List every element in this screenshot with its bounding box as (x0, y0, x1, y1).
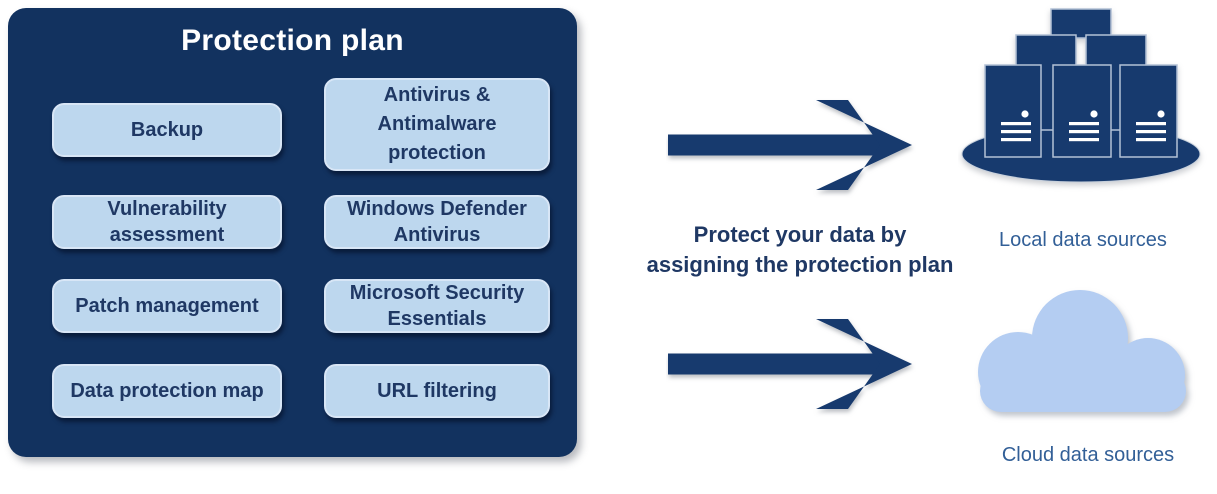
plan-box-microsoft-security-essentials: Microsoft Security Essentials (324, 279, 550, 333)
plan-box-backup: Backup (52, 103, 282, 157)
right-arrow-icon (668, 100, 912, 190)
plan-box-vulnerability-assessment: Vulnerability assessment (52, 195, 282, 249)
plan-box-url-filtering: URL filtering (324, 364, 550, 418)
right-arrow-icon (668, 319, 912, 409)
local-data-sources-label: Local data sources (999, 229, 1167, 251)
server-stack-icon (961, 8, 1201, 183)
assign-plan-caption: Protect your data by assigning the prote… (646, 222, 954, 277)
plan-box-patch-management: Patch management (52, 279, 282, 333)
plan-box-antivirus-antimalware: Antivirus & Antimalware protection (324, 78, 550, 171)
protection-plan-panel: Protection plan Backup Vulnerability ass… (8, 8, 577, 457)
cloud-data-sources-label: Cloud data sources (1001, 444, 1175, 466)
plan-box-data-protection-map: Data protection map (52, 364, 282, 418)
panel-title: Protection plan (181, 24, 404, 57)
plan-box-windows-defender-antivirus: Windows Defender Antivirus (324, 195, 550, 249)
cloud-icon (978, 290, 1186, 412)
